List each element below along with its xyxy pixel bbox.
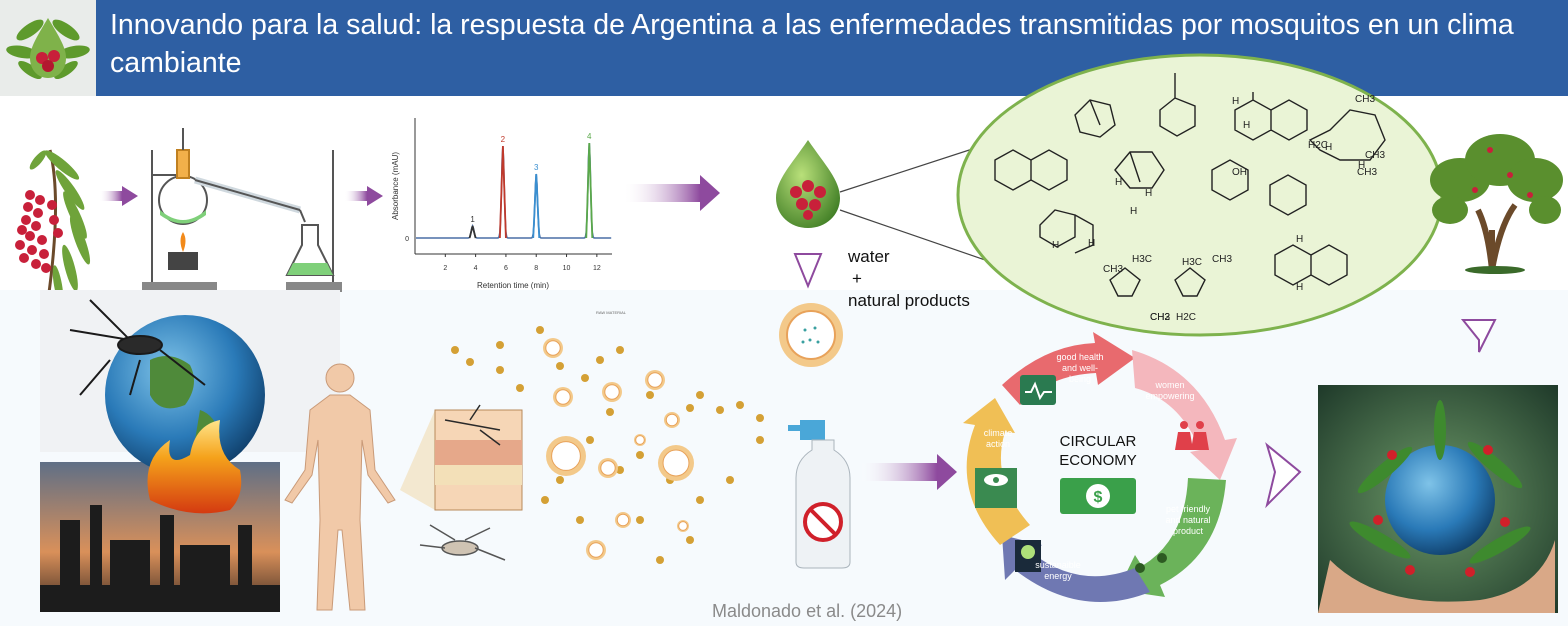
right-arrow-icon <box>1265 442 1302 509</box>
credit-caption: Maldonado et al. (2024) <box>712 601 903 621</box>
circular-economy-segment-label: and natural <box>1165 515 1210 525</box>
arrow-to-oil-drop-icon <box>625 175 720 211</box>
molecule-atom-label: H <box>1296 282 1303 293</box>
chromatogram-peak-label: 4 <box>587 132 592 141</box>
chromatogram-xtick: 10 <box>563 265 571 272</box>
nanoparticle-cloud <box>451 326 764 564</box>
earth-globe-icon <box>1385 445 1495 555</box>
circular-economy-title-line2: ECONOMY <box>1059 452 1137 469</box>
distillation-apparatus-icon <box>142 128 342 292</box>
raw-material-label: RAW MATERIAL <box>596 310 627 315</box>
circular-economy-segment-label: climate <box>984 428 1013 438</box>
circular-economy-segment-label: women <box>1154 380 1184 390</box>
molecule-atom-label: OH <box>1232 167 1247 178</box>
down-arrow-icon <box>793 253 1497 353</box>
nanoemulsion-particle-icon <box>779 303 843 367</box>
chromatogram-xtick: 6 <box>504 265 508 272</box>
spray-bottle-icon <box>788 420 851 569</box>
circular-economy-segment-label: product <box>1173 526 1204 536</box>
chromatogram-xtick: 2 <box>443 265 447 272</box>
chromatogram-xlabel: Retention time (min) <box>477 281 549 290</box>
pepper-tree-icon <box>1430 134 1563 274</box>
molecule-atom-label: H <box>1115 177 1122 188</box>
circular-economy-segment-label: action <box>986 439 1010 449</box>
mosquito-icon <box>69 299 206 396</box>
chromatogram-trace <box>416 142 612 239</box>
formulation-label-water: water <box>848 247 890 266</box>
chromatogram-xtick: 12 <box>593 265 601 272</box>
segment-pet <box>1118 478 1226 597</box>
chromatogram-peak <box>585 142 594 239</box>
chromatogram-ylabel: Absorbance (mAU) <box>391 152 400 220</box>
segment-energy <box>1002 535 1150 603</box>
molecule-atom-label: CH3 <box>1103 264 1123 275</box>
circular-economy-segment-label: energy <box>1044 571 1072 581</box>
circular-economy-segment-label: pet friendly <box>1166 504 1211 514</box>
circular-economy-title-line1: CIRCULAR <box>1060 433 1137 450</box>
skin-cross-section-icon <box>434 404 523 511</box>
climate-change-scene <box>40 290 340 612</box>
molecule-atom-label: CH2 <box>1150 312 1170 323</box>
chromatogram-peak <box>468 225 477 239</box>
berry-drop-logo-icon <box>6 18 90 80</box>
chromatogram-peak-label: 3 <box>534 163 539 172</box>
chromatogram-x-ticks: 2 4 6 8 10 12 <box>443 254 601 272</box>
human-figure-icon <box>284 363 396 611</box>
factory-silhouette-icon <box>40 505 280 612</box>
chromatogram-peaks: 1 2 3 4 <box>468 132 594 239</box>
logo <box>0 0 96 96</box>
fire-icon <box>147 420 242 514</box>
molecule-atom-label: CH3 <box>1150 312 1170 323</box>
molecule-atom-label: H <box>1088 238 1095 249</box>
molecule-atom-label: H3C <box>1132 254 1152 265</box>
molecule-atom-label: CH3 <box>1365 150 1385 161</box>
molecule-atom-label: H <box>1296 234 1303 245</box>
molecule-atom-label: H <box>1052 240 1059 251</box>
chromatogram: Absorbance (mAU) Retention time (min) 0 … <box>391 118 612 290</box>
molecule-atom-label: H <box>1145 188 1152 199</box>
chromatogram-xtick: 8 <box>534 265 538 272</box>
dead-mosquito-icon <box>419 524 506 561</box>
essential-oil-drop-icon <box>776 140 840 228</box>
chromatogram-ytick: 0 <box>405 236 409 243</box>
molecule-atom-label: CH3 <box>1357 167 1377 178</box>
molecule-atom-label: H <box>1358 160 1365 171</box>
formulation-label-plus: + <box>852 269 862 288</box>
arrow-to-chromatogram-icon <box>345 186 383 206</box>
molecule-atom-label: CH3 <box>1355 94 1375 105</box>
circular-economy-segment-label: and well- <box>1062 363 1098 373</box>
molecule-atom-label: H <box>1232 96 1239 107</box>
segment-women <box>1132 350 1237 480</box>
circular-economy-segment-label: good health <box>1056 352 1103 362</box>
chromatogram-peak-label: 2 <box>501 135 506 144</box>
chromatogram-peak <box>532 173 541 239</box>
hand-globe-photo <box>1318 385 1558 613</box>
molecule-atom-label: H2C <box>1308 140 1328 151</box>
formulation-label-natural: natural products <box>848 291 970 310</box>
circular-economy-segment-label: being <box>1069 374 1091 384</box>
svg-text:$: $ <box>1094 489 1103 506</box>
page-title: Innovando para la salud: la respuesta de… <box>110 9 1514 79</box>
molecule-atom-label: H <box>1130 206 1137 217</box>
arrow-to-distillation-icon <box>100 186 138 206</box>
molecule-atom-label: H <box>1325 142 1332 153</box>
molecule-atom-label: H3C <box>1182 257 1202 268</box>
molecule-atom-label: H2C <box>1176 312 1196 323</box>
chromatogram-peak-label: 1 <box>470 215 475 224</box>
arrow-to-circular-economy-icon <box>862 454 957 490</box>
pepper-branch-icon <box>15 149 91 305</box>
circular-economy-segment-label: sustanaible <box>1035 560 1081 570</box>
molecule-atom-label: CH3 <box>1212 254 1232 265</box>
circular-economy-segment-label: empowering <box>1145 391 1194 401</box>
chromatogram-peak <box>498 145 507 239</box>
paw-icon <box>1135 553 1167 573</box>
women-icon <box>1175 421 1209 450</box>
molecule-atom-label: H <box>1243 120 1250 131</box>
chromatogram-xtick: 4 <box>474 265 478 272</box>
